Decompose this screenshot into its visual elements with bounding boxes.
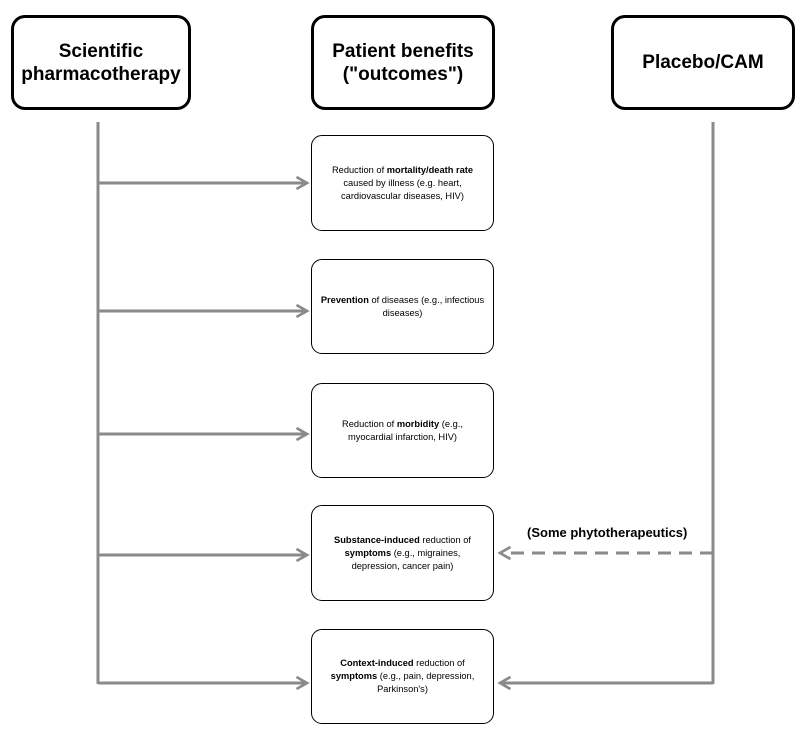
header-patient-label: Patient benefits ("outcomes"): [332, 40, 474, 85]
outcome-text-emphasis: Prevention: [320, 294, 369, 305]
outcome-text-emphasis: mortality/death rate: [386, 164, 474, 175]
outcome-box-morbidity: Reduction of morbidity (e.g., myocardial…: [311, 383, 494, 478]
header-placebo-label: Placebo/CAM: [642, 52, 764, 73]
outcome-text-emphasis: symptoms: [330, 671, 378, 681]
outcome-text-prevention: Prevention of diseases (e.g., infectious…: [320, 294, 485, 320]
outcome-text-emphasis: morbidity: [396, 418, 440, 429]
phytotherapeutics-label: (Some phytotherapeutics): [527, 525, 688, 540]
header-scientific-pharmacotherapy: Scientific pharmacotherapy: [11, 15, 191, 110]
outcome-text-morbidity: Reduction of morbidity (e.g., myocardial…: [320, 418, 485, 444]
outcome-text-segment: reduction of: [419, 534, 471, 545]
outcome-box-substance-symptoms: Substance-induced reduction of symptoms …: [311, 505, 494, 601]
header-scientific-label: Scientific pharmacotherapy: [21, 40, 181, 85]
header-patient-benefits: Patient benefits ("outcomes"): [311, 15, 495, 110]
outcome-box-context-symptoms: Context-induced reduction of symptoms (e…: [311, 629, 494, 724]
outcome-text-segment: (e.g., pain, depression, Parkinson's): [377, 671, 475, 694]
outcome-box-prevention: Prevention of diseases (e.g., infectious…: [311, 259, 494, 354]
outcome-text-emphasis: symptoms: [344, 547, 392, 558]
outcome-text-segment: Reduction of: [331, 164, 387, 175]
outcome-text-segment: (e.g., myocardial infarction, HIV): [347, 418, 463, 442]
outcome-text-context-symptoms: Context-induced reduction of symptoms (e…: [320, 657, 485, 696]
outcome-text-mortality: Reduction of mortality/death rate caused…: [320, 164, 485, 203]
outcome-text-emphasis: Context-induced: [340, 658, 414, 668]
outcome-text-emphasis: Substance-induced: [334, 534, 420, 545]
outcome-text-segment: caused by illness (e.g. heart, cardiovas…: [341, 177, 464, 201]
outcome-text-segment: Reduction of: [342, 418, 397, 429]
header-placebo-cam: Placebo/CAM: [611, 15, 795, 110]
outcome-text-substance-symptoms: Substance-induced reduction of symptoms …: [320, 534, 485, 573]
outcome-box-mortality: Reduction of mortality/death rate caused…: [311, 135, 494, 231]
outcome-text-segment: reduction of: [413, 658, 465, 668]
outcome-text-segment: of diseases (e.g., infectious diseases): [368, 294, 485, 318]
outcome-text-segment: (e.g., migraines, depression, cancer pai…: [351, 547, 461, 571]
